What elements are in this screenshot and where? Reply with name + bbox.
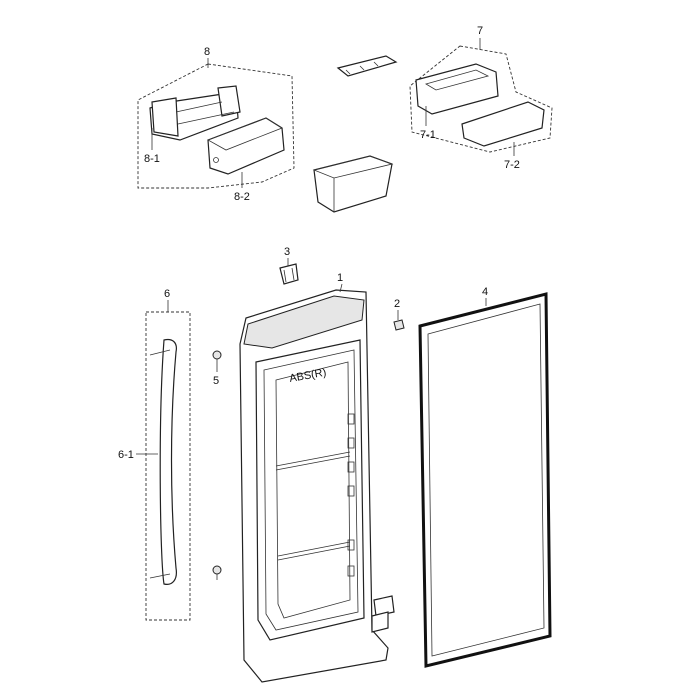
gasket-outer: [418, 292, 552, 668]
part-group-6-handle: 6 6-1: [118, 288, 191, 621]
part-7-1-shelf: [415, 63, 499, 115]
part-top-tray: [336, 55, 398, 77]
callout-1: 1: [337, 272, 343, 284]
part-8-2-cover: [207, 117, 285, 175]
callout-4: 4: [482, 286, 488, 298]
part-5-screws: 5: [212, 350, 222, 580]
callout-7: 7: [477, 25, 483, 37]
callout-6: 6: [164, 288, 170, 300]
leader-1: [339, 283, 343, 293]
part-2-cap: 2: [393, 298, 405, 331]
callout-6-1: 6-1: [118, 449, 134, 461]
part-8-1-shelf: [149, 85, 241, 141]
door-top-cap: [243, 295, 365, 349]
callout-8: 8: [204, 46, 210, 58]
group-8-outline: [137, 63, 295, 189]
part-group-8: 8 8-1 8-2: [137, 46, 295, 203]
callout-7-1: 7-1: [420, 129, 436, 141]
part-4-gasket: 4: [418, 286, 552, 668]
group-6-outline: [145, 311, 191, 621]
part-group-7: 7 7-1 7-2: [409, 25, 553, 171]
callout-8-1: 8-1: [144, 153, 160, 165]
group-7-outline: [409, 45, 553, 153]
callout-2: 2: [394, 298, 400, 310]
callout-7-2: 7-2: [504, 159, 520, 171]
part-door-bin: [312, 155, 394, 213]
screw-lower: [212, 565, 222, 580]
callout-5: 5: [213, 375, 219, 387]
part-3-hinge: 3: [279, 246, 299, 285]
part-7-2-shelf: [461, 101, 545, 147]
screw-upper: [212, 350, 222, 366]
callout-8-2: 8-2: [234, 191, 250, 203]
callout-3: 3: [284, 246, 290, 258]
part-1-door: ABS(R) 1: [239, 272, 395, 683]
door-inner-liner: [255, 339, 365, 641]
gasket-inner: [427, 303, 545, 657]
part-6-1-handle: [159, 338, 177, 585]
